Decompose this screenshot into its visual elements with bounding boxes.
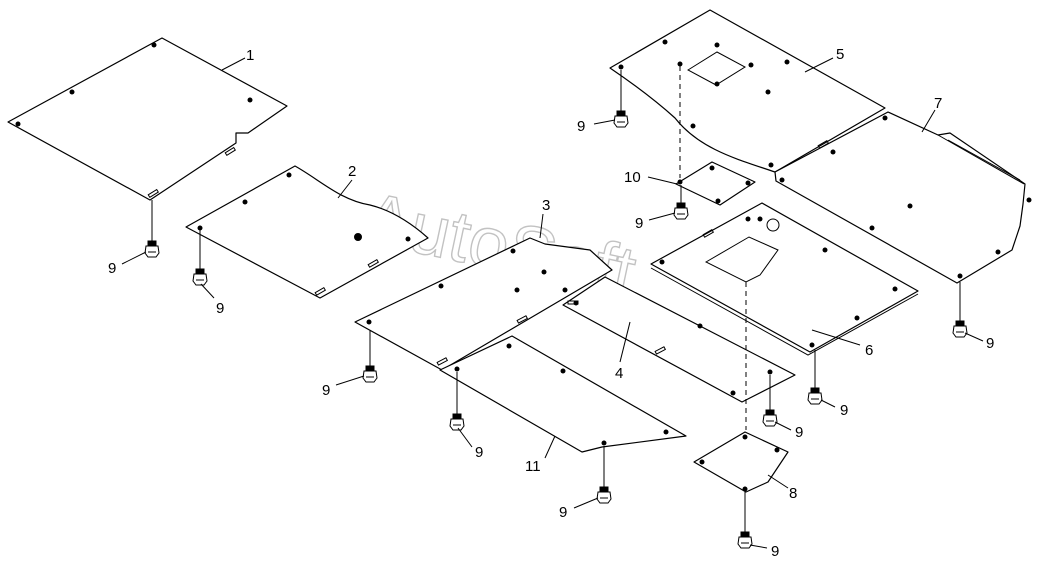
callout-7: 7 [934,95,942,112]
nut-icon [192,268,208,286]
callout-9: 9 [840,402,848,419]
part-6-panel [650,202,919,356]
callout-4: 4 [615,365,623,382]
callout-9: 9 [577,118,585,135]
callout-9: 9 [771,543,779,560]
nut-icon [613,110,629,128]
nut-icon [807,387,823,405]
nut-icon [673,202,689,220]
callout-9: 9 [635,215,643,232]
callout-10: 10 [624,169,641,186]
callout-1: 1 [246,47,254,64]
leader-lines [121,57,984,549]
callout-6: 6 [865,342,873,359]
part-7-panel [774,111,1032,284]
callout-9: 9 [322,382,330,399]
part-8-panel [693,431,789,493]
callout-5: 5 [836,46,844,63]
callout-2: 2 [348,163,356,180]
callout-9: 9 [559,504,567,521]
callout-8: 8 [789,485,797,502]
callout-9: 9 [795,424,803,441]
nut-icon [449,413,465,431]
nut-icon [596,486,612,504]
nut-icon [362,365,378,383]
part-4-panel [562,276,796,403]
part-5-panel [609,9,886,173]
callout-9: 9 [475,444,483,461]
part-10-panel [675,161,756,206]
part-2-panel [185,165,429,299]
callout-9: 9 [986,335,994,352]
callout-9: 9 [216,300,224,317]
nut-icon [737,531,753,549]
callout-11: 11 [525,458,541,475]
nut-icon [952,320,968,338]
part-11-panel [439,335,687,453]
nut-icon [762,409,778,427]
nut-icon [144,240,160,258]
callout-3: 3 [542,197,550,214]
callout-9: 9 [108,260,116,277]
part-1-panel [7,37,288,201]
